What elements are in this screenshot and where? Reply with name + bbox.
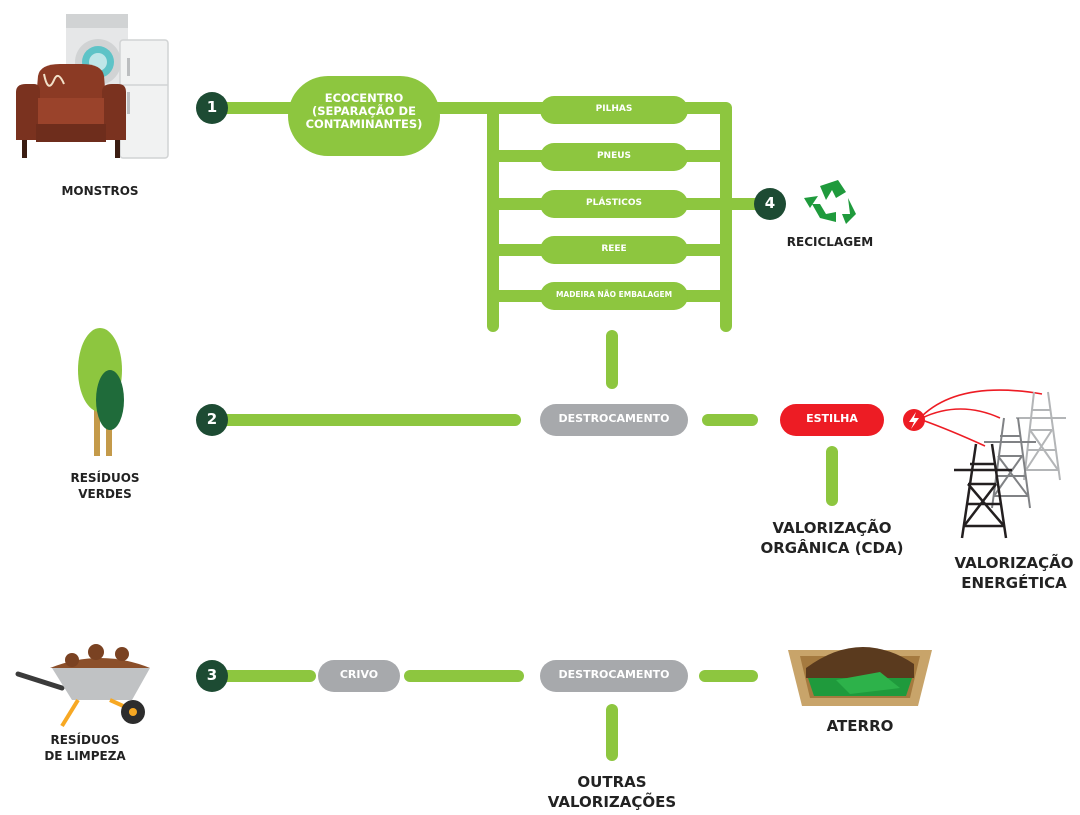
label-monstros: MONSTROS bbox=[61, 184, 139, 198]
landfill-icon bbox=[788, 646, 932, 706]
stream-pills bbox=[540, 96, 688, 310]
crivo-label: CRIVO bbox=[339, 668, 379, 681]
ecocentro-line2: (SEPARAÇÃO DE bbox=[312, 104, 416, 119]
row3-connectors bbox=[209, 670, 758, 761]
stream-plasticos: PLÁSTICOS bbox=[585, 198, 642, 208]
stream-reee: REEE bbox=[601, 244, 627, 254]
step-number-3: 3 bbox=[206, 666, 218, 684]
sofa-icon bbox=[16, 64, 126, 158]
power-pylons-icon bbox=[921, 389, 1066, 539]
destrocamento-label-row2: DESTROCAMENTO bbox=[558, 412, 670, 425]
outras-valorizacoes-line2: VALORIZAÇÕES bbox=[547, 793, 677, 812]
label-residuos-verdes-line2: VERDES bbox=[78, 487, 132, 502]
valorizacao-energetica-line1: VALORIZAÇÃO bbox=[954, 554, 1074, 572]
label-aterro: ATERRO bbox=[826, 717, 894, 735]
destrocamento-pill-row3 bbox=[540, 660, 688, 692]
label-residuos-verdes: RESÍDUOS VERDES bbox=[55, 470, 155, 502]
destrocamento-label-row3: DESTROCAMENTO bbox=[558, 668, 670, 681]
estilha-label: ESTILHA bbox=[806, 412, 858, 425]
label-reciclagem: RECICLAGEM bbox=[786, 235, 874, 249]
step-number-1: 1 bbox=[206, 98, 218, 116]
estilha-pill bbox=[780, 404, 884, 436]
fridge-icon bbox=[119, 39, 169, 159]
outras-valorizacoes-line1: OUTRAS bbox=[577, 773, 647, 791]
lightning-icon bbox=[903, 409, 925, 431]
label-valorizacao-organica: VALORIZAÇÃO ORGÂNICA (CDA) bbox=[752, 518, 912, 559]
label-residuos-limpeza: RESÍDUOS DE LIMPEZA bbox=[30, 732, 140, 764]
valorizacao-energetica-line2: ENERGÉTICA bbox=[961, 574, 1067, 593]
ecocentro-pill bbox=[288, 76, 440, 156]
label-residuos-verdes-line1: RESÍDUOS bbox=[70, 471, 140, 485]
stream-pneus: PNEUS bbox=[596, 151, 632, 161]
valorizacao-organica-line1: VALORIZAÇÃO bbox=[772, 519, 892, 537]
step-number-2: 2 bbox=[206, 410, 218, 428]
row2-connectors bbox=[209, 414, 838, 506]
ecocentro-text: ECOCENTRO (SEPARAÇÃO DE CONTAMINANTES) bbox=[292, 91, 436, 132]
step-number-4: 4 bbox=[764, 194, 776, 212]
ecocentro-line3: CONTAMINANTES) bbox=[305, 117, 423, 132]
stream-pilhas: PILHAS bbox=[595, 104, 633, 114]
step-circles bbox=[196, 92, 786, 692]
recycle-icon bbox=[804, 180, 856, 224]
wheelbarrow-icon bbox=[15, 644, 150, 728]
stream-madeira: MADEIRA NÃO EMBALAGEM bbox=[555, 290, 673, 299]
trees-icon bbox=[78, 328, 124, 456]
label-valorizacao-energetica: VALORIZAÇÃO ENERGÉTICA bbox=[950, 553, 1078, 594]
crivo-pill bbox=[318, 660, 400, 692]
destrocamento-pill-row2 bbox=[540, 404, 688, 436]
label-residuos-limpeza-line2: DE LIMPEZA bbox=[44, 749, 126, 764]
ecocentro-line1: ECOCENTRO bbox=[324, 91, 404, 105]
valorizacao-organica-line2: ORGÂNICA (CDA) bbox=[760, 539, 904, 558]
label-outras-valorizacoes: OUTRAS VALORIZAÇÕES bbox=[532, 772, 692, 813]
label-residuos-limpeza-line1: RESÍDUOS bbox=[50, 733, 120, 747]
